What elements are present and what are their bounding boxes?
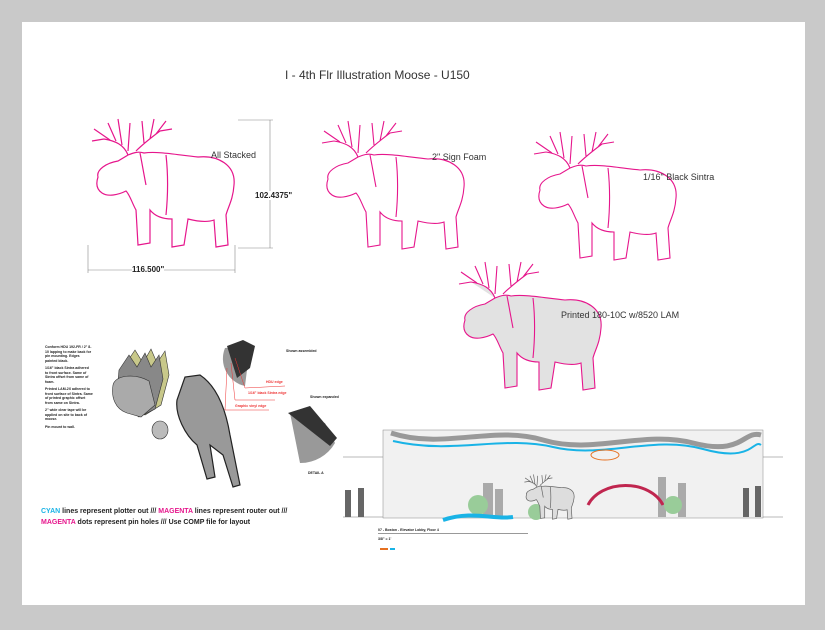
note: 1/16" black Sintra adhered to front surf… — [45, 366, 89, 384]
elevation-scale: 3/8" = 1' — [378, 537, 392, 541]
note: Printed LAM-2X adhered to front surface … — [45, 387, 93, 405]
legend-magenta: MAGENTA — [158, 508, 193, 515]
legend-magenta: MAGENTA — [41, 519, 76, 526]
note: 2" wide clear tape will be applied on si… — [45, 408, 88, 421]
callout-shown-assembled: Shown assembled — [286, 349, 317, 353]
wall-elevation-mural — [343, 429, 783, 522]
legend-cyan: CYAN — [41, 508, 61, 515]
view-label-printed: Printed 180-10C w/8520 LAM — [561, 310, 680, 320]
callout-vinyl-edge: Graphic vinyl edge — [235, 404, 267, 408]
note: Pin mount to wall. — [45, 424, 75, 429]
moose-printed-drawing — [458, 261, 602, 391]
callout-shown-expanded: Shown expanded — [310, 395, 339, 399]
exploded-moose-render — [112, 348, 241, 488]
height-dimension: 102.4375" — [255, 191, 293, 200]
legend-line-2: MAGENTA dots represent pin holes /// Use… — [41, 517, 287, 528]
note: Conform HDU 192-FR / 2" 8-10 lapping to … — [45, 345, 92, 363]
callout-hdu-edge: HDU edge — [266, 380, 283, 384]
view-label-black-sintra: 1/16" Black Sintra — [643, 172, 715, 182]
swatch-blue — [390, 548, 395, 550]
swatch-orange — [380, 548, 388, 550]
legend-text: lines represent plotter out /// — [60, 508, 159, 515]
moose-black-sintra-drawing — [533, 131, 677, 261]
detail-label: DETAIL A — [308, 471, 324, 475]
legend-text: lines represent router out /// — [192, 508, 288, 515]
sheet-title: I - 4th Flr Illustration Moose - U150 — [285, 68, 470, 82]
legend-text: dots represent pin holes /// Use COMP fi… — [75, 519, 251, 526]
moose-sign-foam-drawing — [321, 120, 465, 250]
callout-sintra-edge: 1/16" black Sintra edge — [248, 391, 287, 395]
detail-a-section — [222, 340, 337, 464]
moose-all-stacked-drawing — [87, 118, 273, 273]
color-legend: CYAN lines represent plotter out /// MAG… — [41, 506, 287, 528]
view-label-sign-foam: 2" Sign Foam — [432, 152, 487, 162]
elevation-caption: 07 - Boston - Elevator Lobby, Floor 4 — [378, 528, 528, 534]
width-dimension: 116.500" — [132, 265, 165, 274]
detail-notes: Conform HDU 192-FR / 2" 8-10 lapping to … — [45, 345, 93, 429]
view-label-all-stacked: All Stacked — [211, 150, 257, 160]
legend-line-1: CYAN lines represent plotter out /// MAG… — [41, 506, 287, 517]
